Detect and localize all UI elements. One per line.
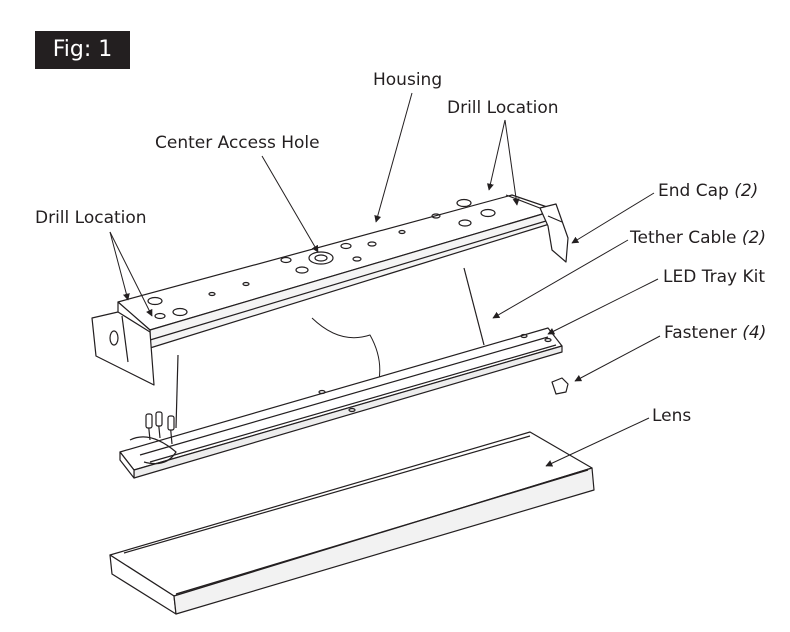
fastener [551, 377, 569, 395]
end-cap-left [91, 311, 155, 386]
leader-end-cap [571, 192, 655, 244]
lens [109, 431, 595, 615]
leader-drill-right-a [486, 119, 506, 191]
lens-label: Lens [652, 406, 692, 426]
power-wire [311, 317, 381, 386]
wire-connectors [129, 411, 177, 465]
fastener-name: Fastener [664, 323, 737, 343]
center-access-hole-label: Center Access Hole [155, 133, 320, 153]
fastener-label: Fastener (4) [664, 323, 766, 343]
end-cap-right [539, 203, 569, 263]
leader-fastener [574, 335, 661, 382]
led-tray-kit-label: LED Tray Kit [663, 267, 765, 287]
fastener-quantity: (4) [742, 323, 767, 343]
tether-cable-name: Tether Cable [630, 228, 737, 248]
leader-housing [374, 92, 413, 223]
leader-drill-left-b [109, 231, 153, 317]
tether-cable-quantity: (2) [741, 228, 767, 248]
leader-lens [545, 417, 650, 467]
leader-drill-right-b [504, 119, 520, 206]
leader-drill-left-a [109, 231, 130, 301]
tether-cable-left [175, 354, 179, 429]
end-cap-label: End Cap (2) [658, 181, 758, 201]
tether-cable-label: Tether Cable (2) [630, 228, 766, 248]
drill-location-left-label: Drill Location [35, 208, 147, 228]
end-cap-name: End Cap [658, 181, 729, 201]
leader-lines [109, 92, 661, 467]
housing-label: Housing [373, 70, 443, 90]
leader-led-tray [547, 278, 659, 335]
tether-cable-right [463, 267, 485, 346]
led-tray [119, 327, 563, 479]
housing [117, 194, 557, 349]
drill-location-right-label: Drill Location [447, 98, 559, 118]
leader-center-access [261, 155, 319, 253]
leader-tether-cable [492, 239, 629, 319]
housing-holes [147, 198, 496, 320]
figure-label: Fig: 1 [35, 31, 130, 69]
end-cap-quantity: (2) [734, 181, 759, 201]
